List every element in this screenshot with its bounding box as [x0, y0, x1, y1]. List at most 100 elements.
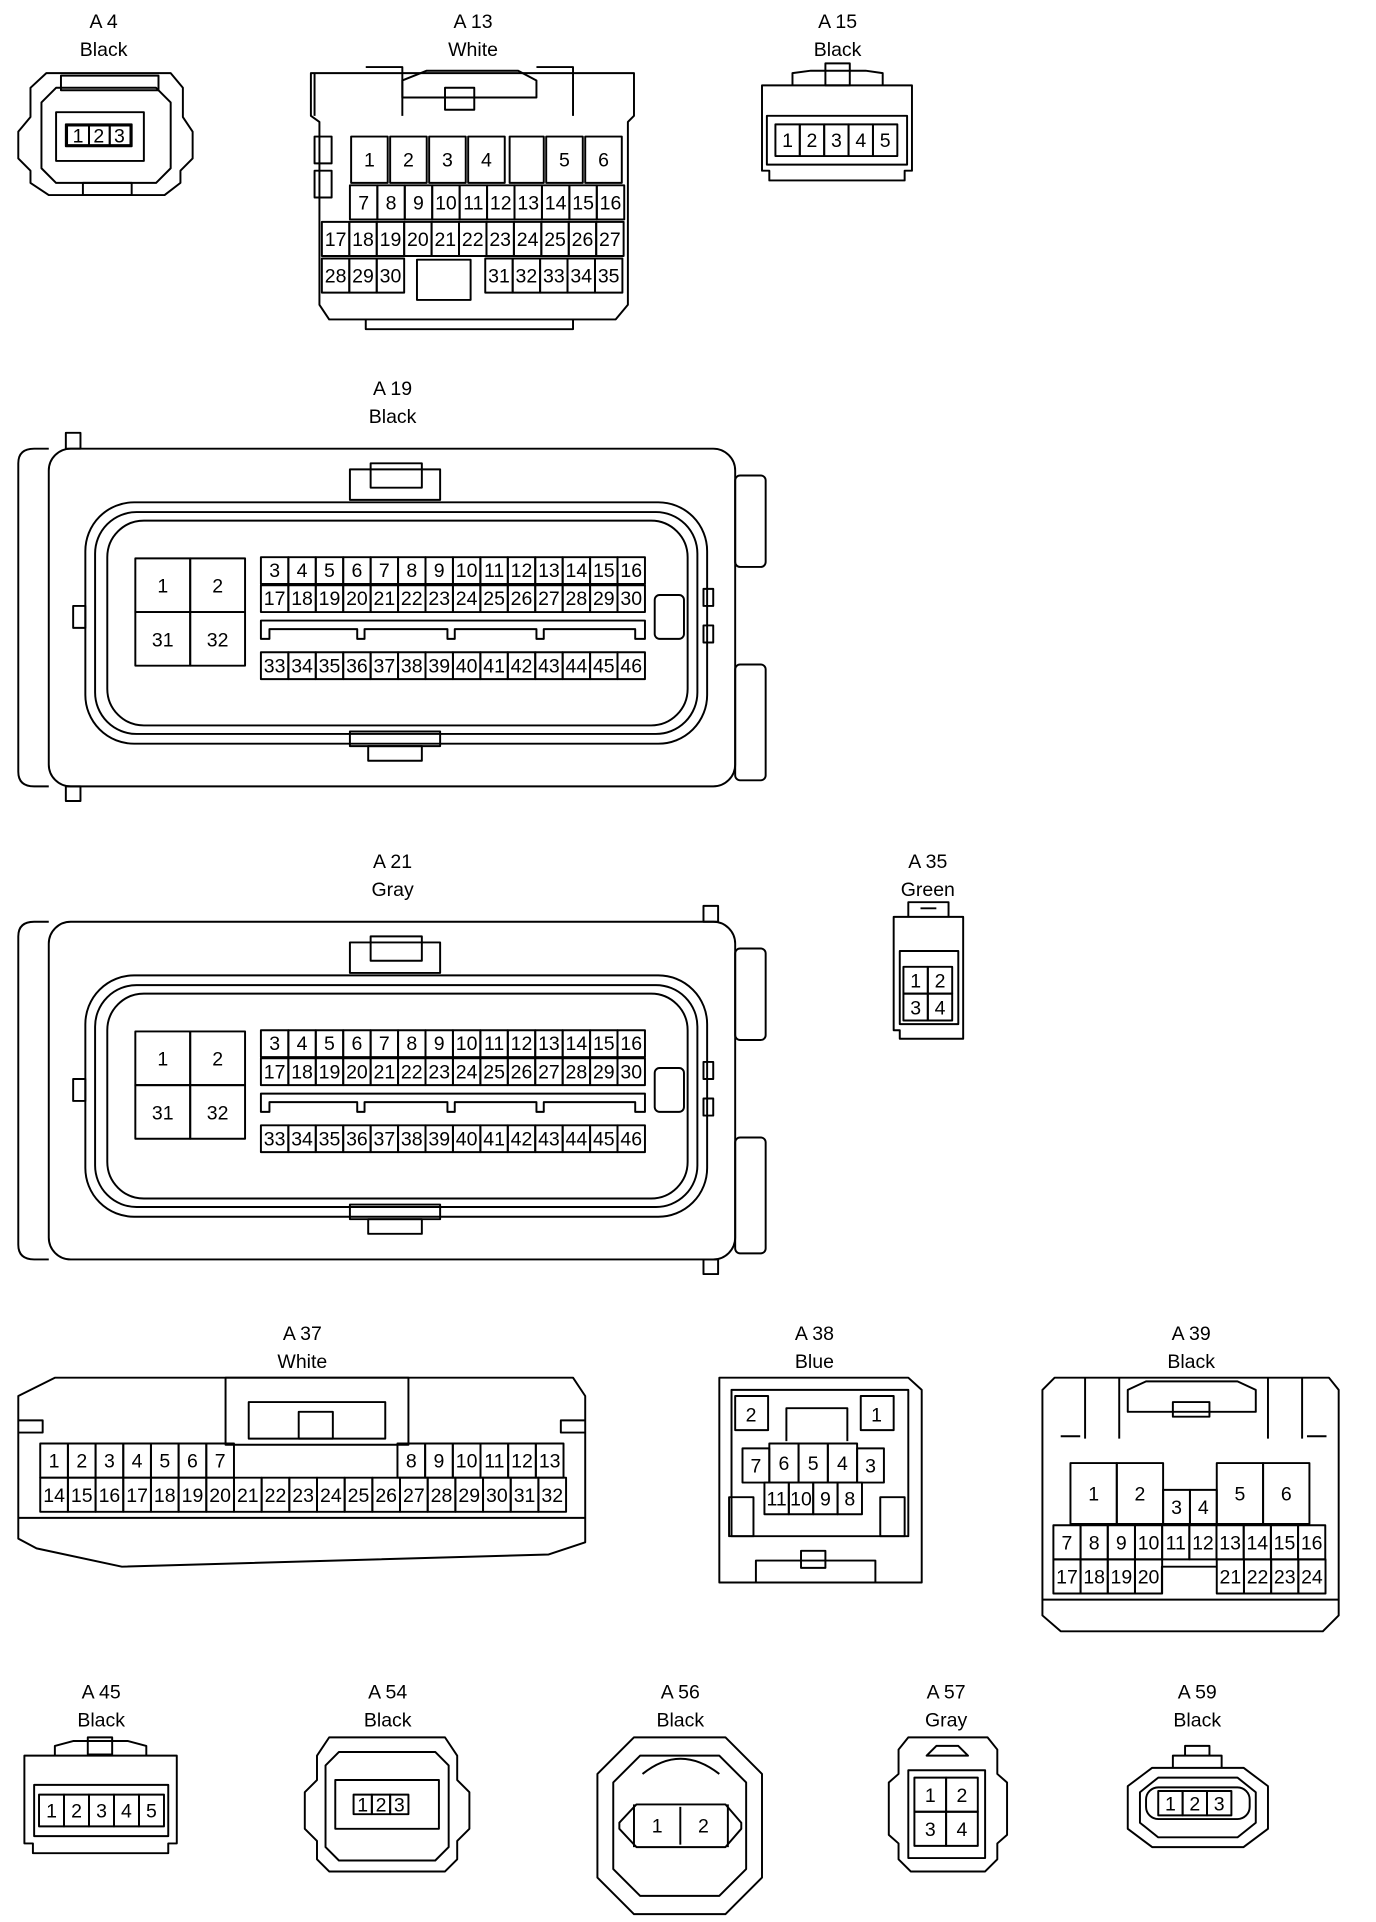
- pin-number: 21: [374, 1061, 396, 1083]
- pin-number: 7: [358, 192, 369, 214]
- connector-label: A 39: [1172, 1323, 1211, 1345]
- connector-body: [334, 1779, 440, 1830]
- pin-number: 1: [157, 576, 168, 598]
- pin-number: 4: [297, 560, 308, 582]
- connector-color: Black: [1173, 1709, 1221, 1731]
- pin-number: 22: [265, 1485, 287, 1507]
- pin-number: 4: [957, 1819, 968, 1841]
- connector-body: [72, 1078, 87, 1102]
- pin-number: 2: [403, 150, 414, 172]
- connector-body: [641, 1757, 720, 1775]
- pin-number: 3: [114, 126, 125, 148]
- pin-number: 35: [319, 655, 341, 677]
- pin-number: 11: [484, 560, 504, 582]
- connector-body: [313, 66, 574, 116]
- pin-number: 46: [620, 1128, 642, 1150]
- pin-number: 29: [352, 266, 374, 288]
- connector-color: Blue: [795, 1351, 834, 1373]
- pin-number: 23: [1274, 1566, 1296, 1588]
- pin-number: 7: [215, 1451, 226, 1473]
- connector-body: [64, 123, 133, 148]
- connector-label: A 19: [373, 378, 412, 400]
- pin-number: 1: [73, 126, 84, 148]
- pin-number: 3: [96, 1801, 107, 1823]
- pin-number: 30: [486, 1485, 508, 1507]
- connector-color: Black: [814, 39, 862, 61]
- connector-body: [64, 785, 82, 802]
- pin-cell: [616, 584, 646, 614]
- pin-number: 3: [1171, 1497, 1182, 1519]
- pin-number: 24: [320, 1485, 342, 1507]
- connector-body: [17, 1376, 587, 1568]
- pin-cell: [1297, 1558, 1327, 1595]
- pin-number: 22: [401, 588, 423, 610]
- connector-body: [633, 1804, 729, 1848]
- pin-cell: [945, 1810, 979, 1847]
- pin-number: 10: [456, 1033, 478, 1055]
- pin-number: 17: [126, 1485, 148, 1507]
- connector-body: [84, 501, 709, 745]
- pin-number: 34: [570, 266, 592, 288]
- pin-number: 19: [380, 229, 402, 251]
- pin-number: 38: [401, 1128, 423, 1150]
- pin-number: 2: [93, 126, 104, 148]
- connector-color: Black: [77, 1709, 125, 1731]
- connector-body: [259, 1092, 646, 1113]
- pin-number: 44: [566, 1128, 588, 1150]
- pin-number: 42: [511, 1128, 533, 1150]
- connector-body: [765, 114, 909, 166]
- connector-a56: A 56 Black 1 2: [596, 1681, 763, 1916]
- pin-number: 36: [346, 655, 368, 677]
- connector-body: [1145, 1786, 1251, 1821]
- pin-cell: [389, 135, 428, 184]
- pin-number: 4: [837, 1453, 848, 1475]
- pin-number: 24: [456, 1061, 478, 1083]
- pin-number: 6: [1281, 1484, 1292, 1506]
- pin-number: 8: [1089, 1532, 1100, 1554]
- pin-number: 3: [269, 560, 280, 582]
- connector-body: [1171, 1401, 1211, 1418]
- connector-label: A 45: [82, 1681, 121, 1703]
- connector-body: [1126, 1766, 1269, 1849]
- pin-cell: [926, 992, 954, 1022]
- connector-body: [702, 1097, 715, 1117]
- pin-number: 2: [807, 130, 818, 152]
- connector-body: [907, 1769, 987, 1860]
- pin-number: 14: [566, 560, 588, 582]
- connector-a57: A 57 Gray 1 2 3 4: [887, 1681, 1009, 1873]
- pin-number: 2: [1189, 1794, 1200, 1816]
- pin-number: 7: [379, 560, 390, 582]
- pin-number: 12: [511, 560, 533, 582]
- pin-number: 18: [291, 588, 313, 610]
- pin-number: 15: [593, 560, 615, 582]
- connector-body: [879, 1496, 906, 1538]
- connector-body: [313, 135, 333, 165]
- pin-number: 28: [566, 1061, 588, 1083]
- pin-cell: [616, 1029, 646, 1059]
- pin-number: 23: [428, 1061, 450, 1083]
- pin-number: 5: [880, 130, 891, 152]
- pin-number: 15: [593, 1033, 615, 1055]
- connector-body: [401, 69, 538, 99]
- connector-body: [1160, 1565, 1217, 1594]
- connector-body: [309, 72, 635, 321]
- pin-number: 8: [406, 1033, 417, 1055]
- pin-cell: [467, 135, 506, 184]
- connector-body: [761, 84, 913, 182]
- pin-cell: [1262, 1462, 1311, 1525]
- pin-cell: [859, 1395, 895, 1432]
- pin-number: 6: [351, 560, 362, 582]
- connector-a35: A 35 Green 1 2 3 4: [892, 851, 965, 1040]
- pin-number: 21: [374, 588, 396, 610]
- pin-number: 15: [572, 192, 594, 214]
- pin-number: 2: [1135, 1484, 1146, 1506]
- pin-cell: [856, 1447, 885, 1484]
- connector-label: A 57: [927, 1681, 966, 1703]
- connector-label: A 56: [661, 1681, 700, 1703]
- pin-cell: [545, 135, 584, 184]
- pin-number: 33: [264, 655, 286, 677]
- connector-color: Black: [1167, 1351, 1215, 1373]
